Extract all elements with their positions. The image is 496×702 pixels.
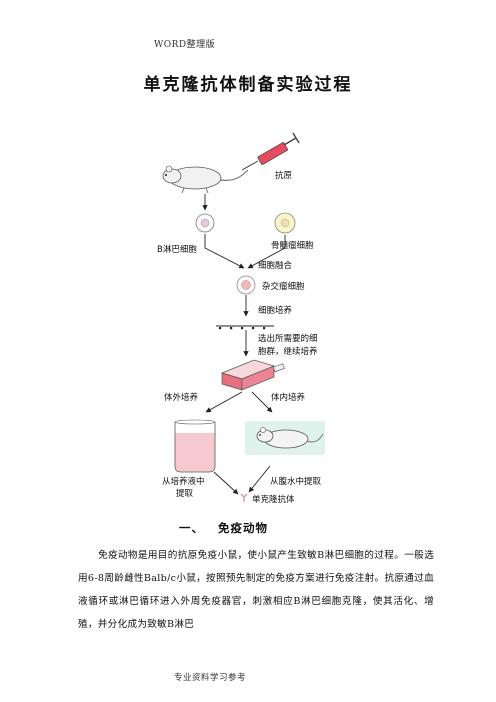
- beaker-icon: [174, 419, 216, 473]
- label-mab: 单克隆抗体: [252, 494, 295, 505]
- label-culture: 细胞培养: [258, 305, 293, 316]
- label-hybridoma: 杂交瘤细胞: [262, 281, 305, 292]
- b-cell-icon: [195, 213, 215, 233]
- antibody-icon: [240, 493, 248, 502]
- mouse-icon: [162, 165, 249, 194]
- body-paragraph: 免疫动物是用目的抗原免疫小鼠，使小鼠产生致敏B淋巴细胞的过程。一般选用6-8周龄…: [78, 544, 434, 636]
- label-fusion: 细胞融合: [258, 260, 293, 271]
- culture-flask-icon: [220, 359, 285, 391]
- label-select-1: 选出所需要的细: [258, 333, 318, 344]
- culture-plate-icon: [216, 325, 274, 330]
- hybridoma-cell-icon: [236, 275, 256, 295]
- label-from-ascites: 从腹水中提取: [270, 476, 322, 487]
- label-from-medium-1: 从培养液中: [162, 476, 205, 487]
- label-antigen: 抗原: [275, 170, 292, 181]
- mouse-icon: [245, 421, 325, 455]
- label-myeloma: 骨髓瘤细胞: [271, 240, 314, 251]
- label-in-vivo: 体内培养: [271, 392, 306, 403]
- label-select-2: 胞群，继续培养: [258, 346, 318, 357]
- syringe-icon: [241, 132, 300, 171]
- paragraph-text: 免疫动物是用目的抗原免疫小鼠，使小鼠产生致敏B淋巴细胞的过程。一般选用6-8周龄…: [78, 550, 434, 630]
- diagram-svg: 抗原 B淋巴细胞 骨髓瘤细胞 细胞融合 杂交瘤细胞 细胞培养 选出所需要的细 胞…: [157, 132, 325, 505]
- page-header: WORD整理版: [154, 40, 216, 50]
- label-in-vitro: 体外培养: [164, 392, 199, 403]
- section-title: 免疫动物: [218, 521, 268, 535]
- label-from-medium-2: 提取: [176, 488, 194, 499]
- myeloma-cell-icon: [274, 212, 296, 234]
- page-title: 单克隆抗体制备实验过程: [143, 75, 353, 95]
- section-number: 一、: [179, 521, 204, 535]
- section-heading: 一、免疫动物: [179, 520, 268, 536]
- monoclonal-antibody-diagram: 抗原 B淋巴细胞 骨髓瘤细胞 细胞融合 杂交瘤细胞 细胞培养 选出所需要的细 胞…: [150, 130, 350, 508]
- page-footer: 专业资料学习参考: [174, 673, 247, 683]
- label-b-cell: B淋巴细胞: [157, 244, 197, 255]
